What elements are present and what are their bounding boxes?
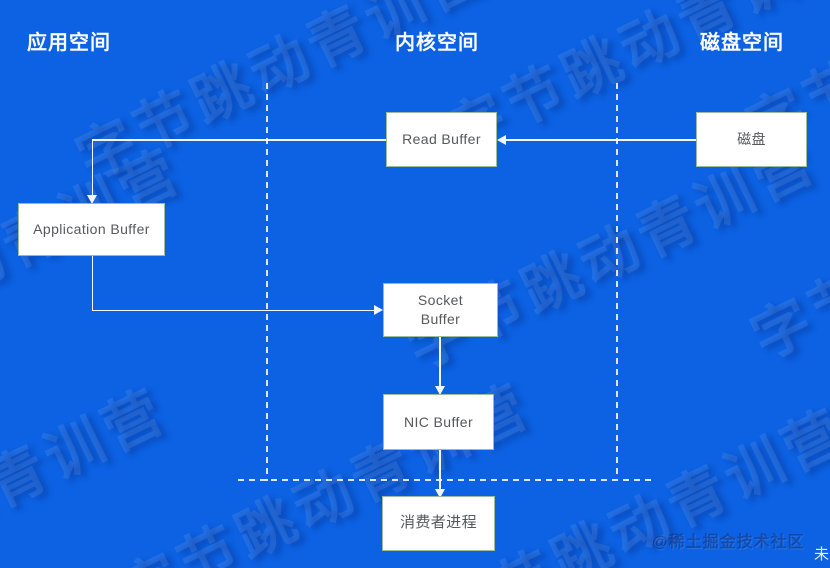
arrowhead-into-application-buffer bbox=[87, 195, 97, 204]
node-nic-buffer: NIC Buffer bbox=[383, 394, 494, 450]
node-read-buffer: Read Buffer bbox=[386, 112, 497, 167]
watermark-text: 字节跳动青训营 bbox=[0, 377, 178, 568]
connector-read-buffer-to-app-vertical bbox=[91, 139, 93, 196]
connector-nic-to-consumer bbox=[439, 450, 441, 489]
boundary-bottom-dashed-line bbox=[238, 479, 652, 481]
arrowhead-into-read-buffer bbox=[497, 135, 506, 145]
arrowhead-into-consumer-process bbox=[434, 489, 445, 498]
corner-clipped-text: 未 bbox=[814, 546, 830, 563]
node-disk-label: 磁盘 bbox=[737, 131, 766, 148]
connector-app-to-socket-horizontal bbox=[92, 309, 374, 311]
connector-app-to-socket-vertical bbox=[91, 256, 93, 310]
boundary-app-kernel-dashed-line bbox=[265, 83, 268, 481]
arrowhead-into-nic-buffer bbox=[434, 386, 445, 395]
node-socket-buffer: Socket Buffer bbox=[383, 283, 498, 337]
node-application-buffer: Application Buffer bbox=[18, 203, 165, 256]
header-application-space: 应用空间 bbox=[27, 32, 111, 54]
node-application-buffer-label: Application Buffer bbox=[33, 221, 150, 238]
node-consumer-process: 消费者进程 bbox=[382, 496, 495, 551]
node-disk: 磁盘 bbox=[696, 112, 807, 167]
header-disk-space: 磁盘空间 bbox=[700, 32, 784, 54]
arrowhead-into-socket-buffer bbox=[374, 305, 383, 315]
connector-read-buffer-to-app-horizontal bbox=[92, 139, 386, 141]
watermark-text: 字节跳动青训营 bbox=[0, 137, 193, 392]
boundary-kernel-disk-dashed-line bbox=[615, 83, 618, 481]
community-watermark: @稀土掘金技术社区 bbox=[652, 534, 805, 551]
node-consumer-process-label: 消费者进程 bbox=[399, 514, 477, 532]
node-socket-buffer-label: Socket Buffer bbox=[417, 292, 464, 327]
header-kernel-space: 内核空间 bbox=[395, 32, 479, 54]
node-nic-buffer-label: NIC Buffer bbox=[403, 413, 474, 430]
node-read-buffer-label: Read Buffer bbox=[402, 131, 481, 148]
connector-disk-to-read-buffer bbox=[506, 139, 696, 141]
connector-socket-to-nic bbox=[439, 337, 441, 386]
